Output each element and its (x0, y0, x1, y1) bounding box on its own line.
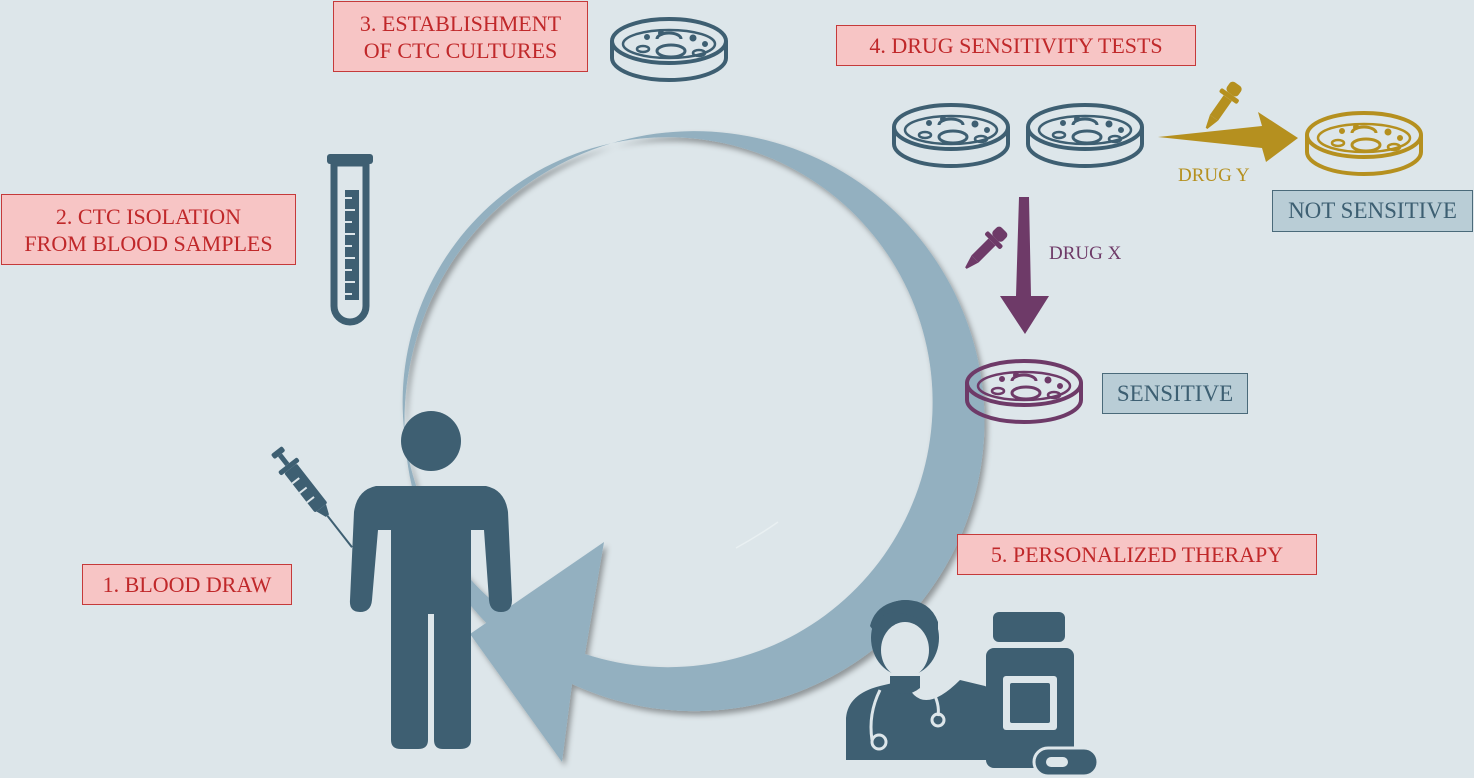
step-1-text: 1. BLOOD DRAW (102, 572, 272, 597)
not-sensitive-label: NOT SENSITIVE (1272, 190, 1473, 232)
step-2-text-line1: 2. CTC ISOLATION (55, 203, 242, 229)
step-3-text-line2: OF CTC CULTURES (363, 37, 558, 63)
syringe-icon (271, 446, 353, 548)
step-5-text: 5. PERSONALIZED THERAPY (990, 542, 1284, 567)
dropper-icon (1197, 77, 1247, 135)
step-5-label: 5. PERSONALIZED THERAPY (957, 534, 1317, 575)
step-4-text: 4. DRUG SENSITIVITY TESTS (869, 33, 1163, 58)
not-sensitive-text: NOT SENSITIVE (1288, 198, 1457, 223)
step-4-label: 4. DRUG SENSITIVITY TESTS (836, 25, 1196, 66)
drug-x-label: DRUG X (1049, 243, 1122, 264)
patient-icon (349, 411, 512, 749)
pill-icon (1032, 746, 1100, 778)
culture-dish-icon (610, 17, 728, 82)
sensitive-label: SENSITIVE (1102, 373, 1248, 414)
step-2-text-line2: FROM BLOOD SAMPLES (24, 230, 273, 256)
dropper-icon (958, 222, 1012, 276)
drug-y-label: DRUG Y (1178, 165, 1250, 186)
step-3-text-line1: 3. ESTABLISHMENT (359, 10, 562, 36)
sensitive-text: SENSITIVE (1116, 380, 1234, 406)
cycle-arrow (402, 131, 985, 763)
step-3-label: 3. ESTABLISHMENT OF CTC CULTURES (333, 1, 588, 72)
medicine-bottle-icon (986, 612, 1074, 768)
not-sensitive-dish-icon (1305, 111, 1423, 176)
test-tube-icon (327, 154, 373, 326)
drug-y-arrow (1158, 112, 1298, 162)
drug-x-arrow (1000, 197, 1049, 334)
test-dish-icon (1026, 103, 1144, 168)
test-dish-icon (892, 103, 1010, 168)
step-2-label: 2. CTC ISOLATION FROM BLOOD SAMPLES (1, 194, 296, 265)
step-1-label: 1. BLOOD DRAW (82, 564, 292, 605)
doctor-icon (846, 600, 1004, 760)
